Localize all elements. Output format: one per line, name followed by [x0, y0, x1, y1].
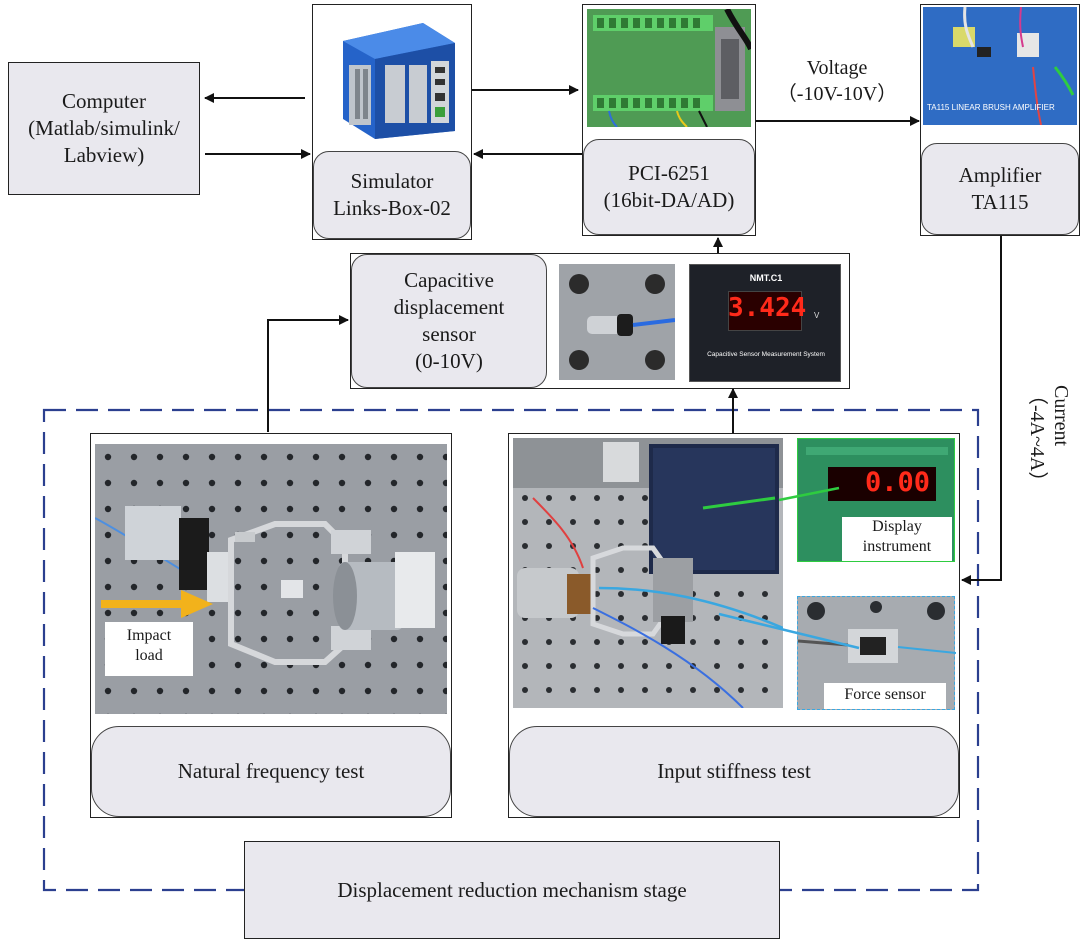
- display-instrument-reading: 0.00: [864, 467, 930, 498]
- pci-box: PCI-6251 (16bit-DA/AD): [582, 4, 756, 236]
- computer-label-1: Computer: [62, 89, 146, 113]
- arrow-natural-to-sensor: [267, 315, 349, 432]
- amplifier-box: TA115 LINEAR BRUSH AMPLIFIER Amplifier T…: [920, 4, 1080, 236]
- computer-label-2: (Matlab/simulink/: [28, 116, 180, 140]
- impact-arrow: [101, 590, 213, 618]
- capacitive-label-3: sensor: [422, 322, 476, 346]
- force-sensor-photo: Force sensor: [797, 596, 957, 710]
- input-stiffness-photo-graphic: [513, 438, 783, 708]
- current-label: Current （-4A~4A）: [1020, 385, 1080, 495]
- display-instrument-photo: 0.00 Display instrument: [797, 438, 955, 562]
- meter-brand: NMT.C1: [749, 273, 783, 283]
- simulator-label-2: Links-Box-02: [333, 196, 451, 220]
- amplifier-photo-subtext: LINEAR BRUSH AMPLIFIER: [951, 103, 1055, 112]
- capacitive-label-4: (0-10V): [415, 349, 483, 373]
- voltage-label-1: Voltage: [806, 57, 868, 79]
- stage-label-box: Displacement reduction mechanism stage: [244, 841, 780, 939]
- stage-label: Displacement reduction mechanism stage: [337, 877, 687, 902]
- computer-box: Computer (Matlab/simulink/ Labview): [8, 62, 200, 195]
- input-stiffness-label: Input stiffness test: [657, 759, 811, 783]
- force-sensor-photo-graphic: [797, 601, 957, 663]
- pci-terminal-photo: [587, 9, 751, 127]
- input-stiffness-label-box: Input stiffness test: [509, 726, 959, 817]
- stage-dashed-frame: [42, 408, 980, 892]
- input-stiffness-photo: [513, 438, 783, 708]
- natural-frequency-label-box: Natural frequency test: [91, 726, 451, 817]
- display-instrument-line-2: instrument: [862, 538, 932, 555]
- natural-frequency-label: Natural frequency test: [177, 759, 365, 783]
- voltage-label-2: （-10V-10V）: [776, 83, 898, 105]
- meter-reading: 3.424: [728, 293, 807, 323]
- impact-load-label: Impact load: [105, 622, 193, 676]
- display-instrument-line-1: Display: [872, 518, 922, 535]
- computer-label-3: Labview): [63, 143, 145, 167]
- voltage-label: Voltage （-10V-10V）: [762, 55, 912, 107]
- input-stiffness-panel: 0.00 Display instrument Force sensor Inp…: [508, 433, 960, 818]
- pci-label-box: PCI-6251 (16bit-DA/AD): [583, 139, 755, 235]
- capacitive-meter-photo: NMT.C1 3.424 V Capacitive Sensor Measure…: [689, 264, 841, 382]
- capacitive-label-2: displacement: [393, 295, 505, 319]
- amplifier-photo-graphic: [923, 7, 1077, 125]
- force-sensor-label: Force sensor: [824, 683, 946, 709]
- amplifier-photo-model: TA115: [927, 103, 950, 112]
- capacitive-probe-photo: [559, 264, 675, 380]
- pci-label-2: (16bit-DA/AD): [603, 188, 735, 212]
- capacitive-label-box: Capacitive displacement sensor (0-10V): [351, 254, 547, 388]
- stiffness-callouts: [718, 486, 860, 650]
- simulator-label-1: Simulator: [350, 169, 434, 193]
- arrow-amplifier-to-stage: [961, 236, 1002, 585]
- meter-unit: V: [814, 311, 820, 320]
- natural-frequency-panel: Impact load Natural frequency test: [90, 433, 452, 818]
- capacitive-sensor-box: Capacitive displacement sensor (0-10V) N…: [350, 253, 850, 389]
- display-instrument-label: Display instrument: [842, 517, 952, 561]
- natural-frequency-photo: Impact load: [95, 444, 447, 714]
- amplifier-label-2: TA115: [971, 190, 1029, 214]
- simulator-label-box: Simulator Links-Box-02: [313, 151, 471, 239]
- amplifier-photo: TA115 LINEAR BRUSH AMPLIFIER: [923, 7, 1077, 125]
- amplifier-label-1: Amplifier: [958, 163, 1042, 187]
- current-label-2: （-4A~4A）: [1026, 385, 1048, 492]
- simulator-box: Simulator Links-Box-02: [312, 4, 472, 240]
- simulator-device-photo: [343, 23, 455, 139]
- meter-caption: Capacitive Sensor Measurement System: [707, 351, 825, 358]
- impact-load-line-2: load: [135, 647, 163, 664]
- amplifier-label-box: Amplifier TA115: [921, 143, 1079, 235]
- impact-load-line-1: Impact: [126, 627, 172, 644]
- pci-label-1: PCI-6251: [628, 161, 710, 185]
- capacitive-label-1: Capacitive: [404, 268, 494, 292]
- current-label-1: Current: [1050, 385, 1072, 447]
